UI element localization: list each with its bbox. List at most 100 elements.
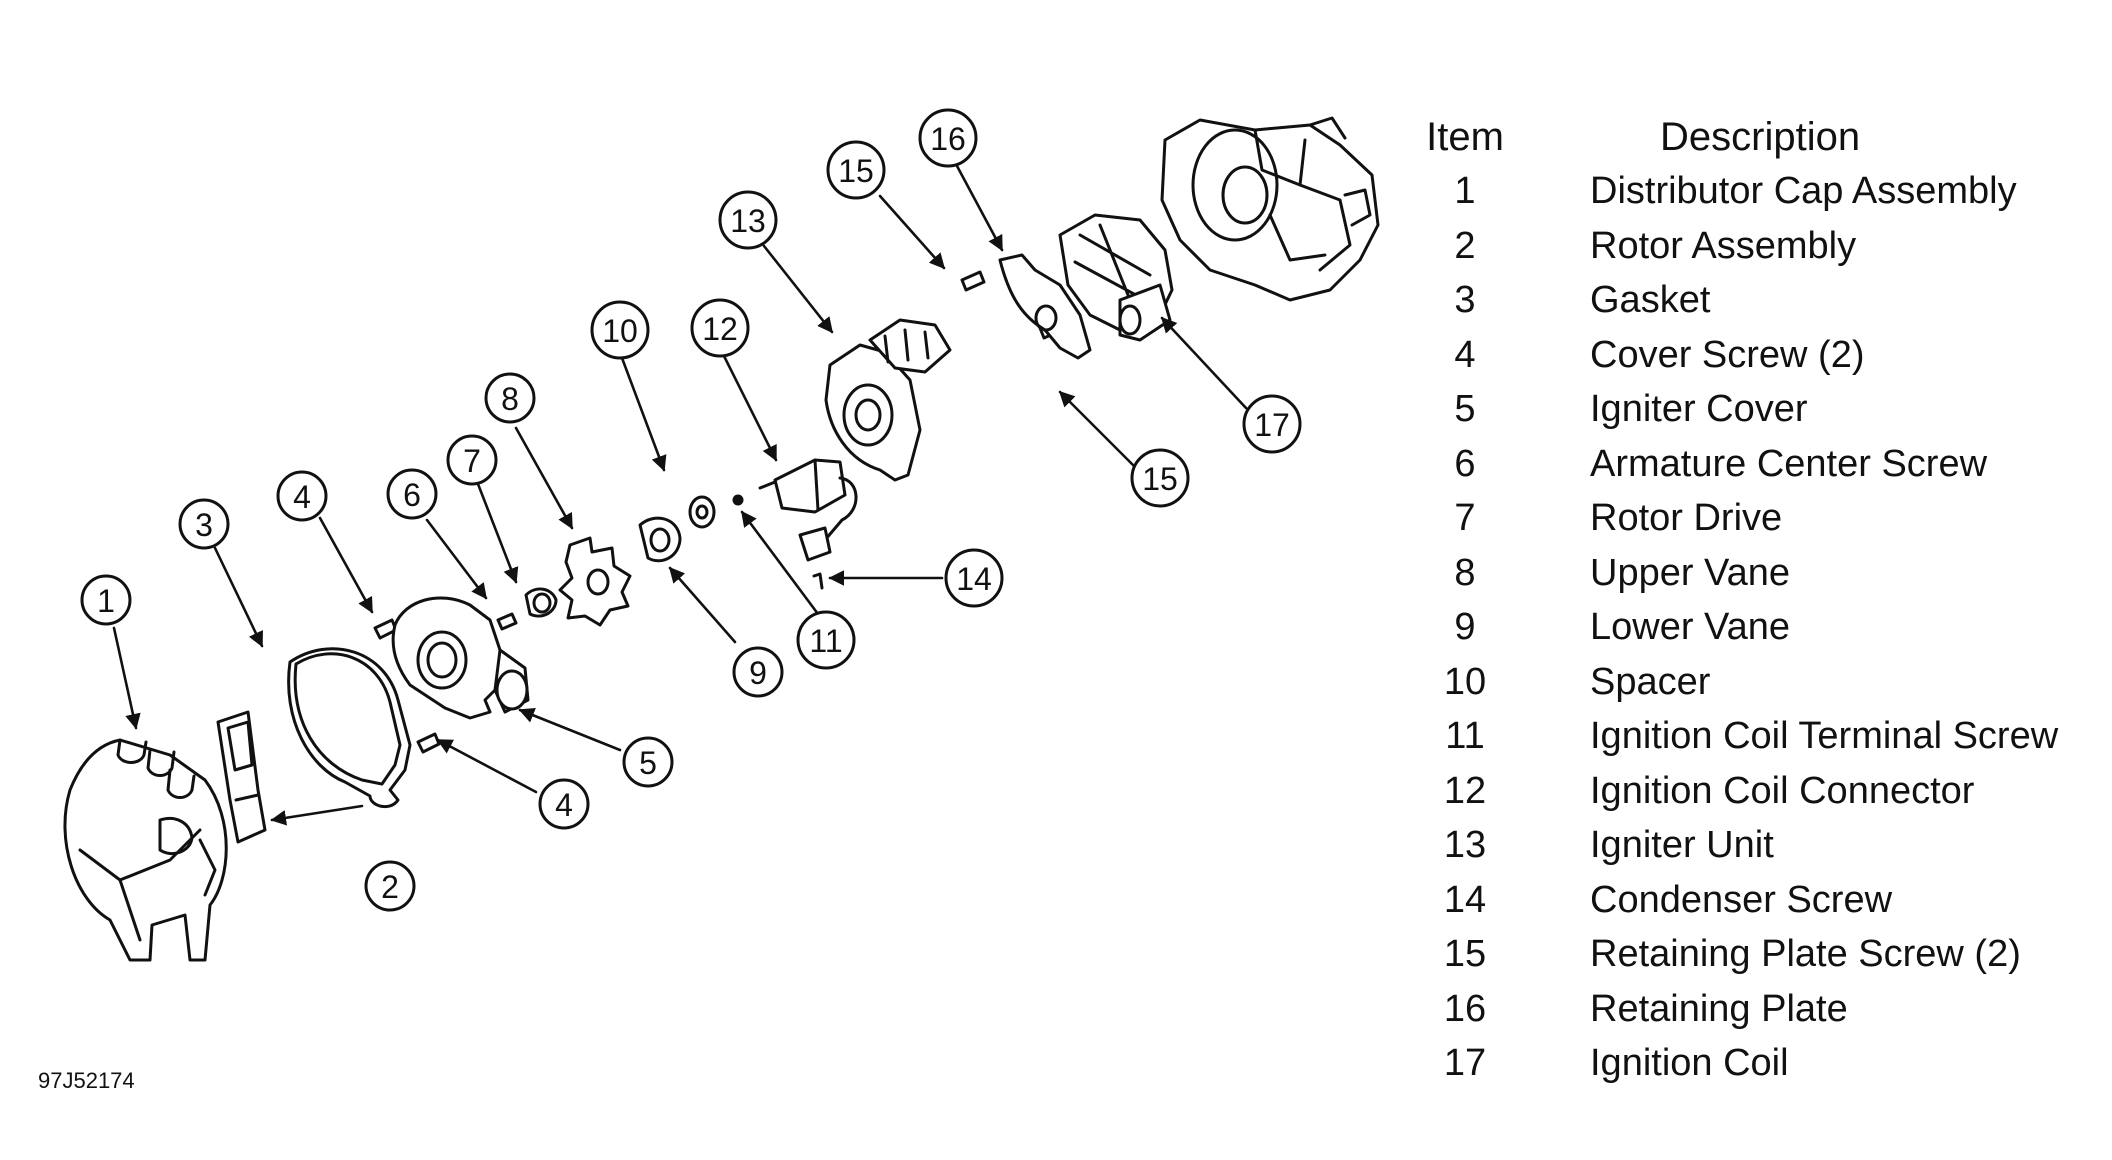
callout-14: 14: [944, 548, 1004, 608]
igniter-unit-part: [824, 318, 952, 482]
item-number: 15: [1443, 933, 1487, 976]
upper-vane-part: [558, 536, 632, 627]
callout-9: 9: [732, 646, 784, 698]
igniter-cover-part: [391, 596, 530, 720]
callout-10-label: 10: [602, 313, 638, 349]
legend-row: 4 Cover Screw (2): [1380, 328, 2100, 383]
item-description: Rotor Assembly: [1590, 224, 1857, 267]
ignition-coil-part: [1058, 213, 1174, 342]
callout-2-label: 2: [381, 869, 399, 905]
leader-arrows: [112, 164, 1248, 826]
item-number: 2: [1454, 224, 1476, 267]
callout-14-label: 14: [956, 561, 992, 597]
callout-8-label: 8: [501, 381, 519, 417]
lower-vane-part: [638, 516, 682, 563]
callout-4a: 4: [276, 470, 328, 522]
distributor-body-part: [1160, 116, 1380, 302]
condenser-screw-part: [812, 572, 824, 590]
item-description: Gasket: [1590, 279, 1711, 322]
item-description: Ignition Coil: [1590, 1042, 1789, 1085]
callout-13-label: 13: [730, 203, 766, 239]
legend-header: Item Description: [1380, 110, 2100, 165]
callout-15b: 15: [1130, 448, 1190, 508]
item-number: 9: [1454, 606, 1476, 649]
callout-4b: 4: [538, 778, 590, 830]
retaining-plate-part: [998, 253, 1092, 360]
callout-3-label: 3: [195, 507, 213, 543]
item-number: 4: [1454, 333, 1476, 376]
legend-row: 16 Retaining Plate: [1380, 982, 2100, 1037]
callouts: 1 2 3 4 4 5 6 7 8 9 10 11 12 13 14 15 15…: [80, 108, 1302, 912]
callout-5-label: 5: [639, 745, 657, 781]
cover-screw-part: [373, 618, 441, 754]
item-column-header: Item: [1426, 114, 1504, 159]
legend-row: 5 Igniter Cover: [1380, 383, 2100, 438]
item-description: Cover Screw (2): [1590, 333, 1865, 376]
item-description: Armature Center Screw: [1590, 442, 1988, 485]
item-number: 6: [1454, 442, 1476, 485]
legend-row: 6 Armature Center Screw: [1380, 437, 2100, 492]
callout-10: 10: [590, 300, 650, 360]
callout-9-label: 9: [749, 655, 767, 691]
callout-1-label: 1: [97, 583, 115, 619]
callout-6-label: 6: [403, 477, 421, 513]
callout-11-label: 11: [809, 623, 842, 659]
callout-11: 11: [796, 610, 856, 670]
item-description: Upper Vane: [1590, 551, 1790, 594]
item-number: 7: [1454, 497, 1476, 540]
callout-12-label: 12: [702, 311, 738, 347]
callout-4a-label: 4: [293, 479, 311, 515]
callout-2: 2: [364, 860, 416, 912]
item-description: Distributor Cap Assembly: [1590, 170, 2017, 213]
description-column-header: Description: [1660, 114, 1861, 159]
spacer-part: [688, 495, 716, 529]
legend-row: 1 Distributor Cap Assembly: [1380, 165, 2100, 220]
item-description: Retaining Plate Screw (2): [1590, 933, 2021, 976]
callout-6: 6: [386, 468, 438, 520]
item-number: 13: [1443, 824, 1487, 867]
item-description: Spacer: [1590, 660, 1711, 703]
item-description: Igniter Cover: [1590, 388, 1808, 431]
legend-row: 2 Rotor Assembly: [1380, 219, 2100, 274]
gasket-part: [287, 647, 412, 809]
armature-screw-part: [496, 612, 518, 631]
callout-17: 17: [1242, 394, 1302, 454]
legend-row: 7 Rotor Drive: [1380, 492, 2100, 547]
callout-7: 7: [446, 434, 498, 486]
item-number: 16: [1443, 987, 1487, 1030]
coil-connector-part: [758, 458, 858, 562]
callout-16-label: 16: [930, 121, 966, 157]
item-description: Ignition Coil Terminal Screw: [1590, 715, 2059, 758]
parts-legend: Item Description 1 Distributor Cap Assemb…: [1380, 110, 2100, 1091]
rotor-assembly-part: [216, 710, 267, 844]
item-number: 1: [1454, 170, 1476, 213]
legend-row: 17 Ignition Coil: [1380, 1037, 2100, 1092]
item-number: 10: [1443, 660, 1487, 703]
item-number: 8: [1454, 551, 1476, 594]
item-number: 17: [1443, 1042, 1487, 1085]
callout-1: 1: [80, 574, 132, 626]
callout-5: 5: [622, 736, 674, 788]
callout-15a-label: 15: [838, 153, 874, 189]
callout-15b-label: 15: [1142, 461, 1178, 497]
item-description: Rotor Drive: [1590, 497, 1783, 540]
legend-row: 12 Ignition Coil Connector: [1380, 764, 2100, 819]
item-description: Retaining Plate: [1590, 987, 1848, 1030]
callout-17-label: 17: [1254, 407, 1290, 443]
item-number: 5: [1454, 388, 1476, 431]
figure-id: 97J52174: [38, 1068, 135, 1093]
callout-15a: 15: [826, 140, 886, 200]
item-number: 14: [1443, 878, 1487, 921]
legend-row: 8 Upper Vane: [1380, 546, 2100, 601]
callout-13: 13: [718, 190, 778, 250]
item-number: 12: [1443, 769, 1487, 812]
item-description: Ignition Coil Connector: [1590, 769, 1975, 812]
callout-4b-label: 4: [555, 787, 573, 823]
item-description: Igniter Unit: [1590, 824, 1774, 867]
distributor-cap-part: [63, 738, 228, 962]
